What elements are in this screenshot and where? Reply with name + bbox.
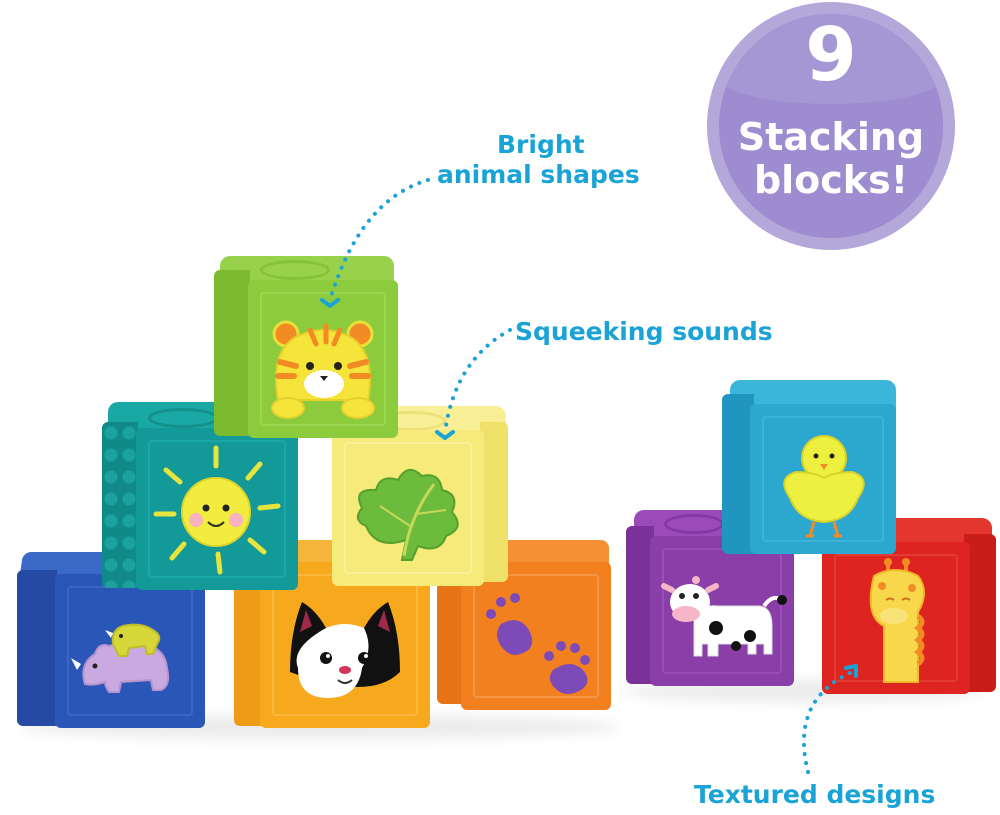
tiger-icon [271, 320, 375, 419]
orange-paw-block [437, 540, 612, 712]
squeak-callout: Squeeking sounds [515, 317, 773, 346]
red-giraffe-block [822, 518, 998, 694]
arrow-icon [844, 664, 858, 678]
arrow-icon [320, 298, 340, 308]
bright-callout-line2: animal shapes [437, 160, 640, 189]
giraffe-icon [869, 558, 925, 683]
chick-icon [783, 435, 865, 538]
green-tiger-block [214, 256, 400, 440]
squeak-callout-line [443, 328, 512, 434]
count-badge: 9 Stacking blocks! [707, 2, 955, 250]
bright-callout-line1: Bright [497, 130, 585, 159]
leaf-icon [356, 469, 459, 561]
paw-prints-icon [486, 593, 590, 694]
arrow-icon [435, 430, 455, 440]
badge-line1: Stacking [737, 115, 925, 159]
rhino-icon [71, 623, 170, 693]
badge-line2: blocks! [753, 158, 909, 202]
skunk-icon [290, 602, 400, 698]
blue-rhino-block [17, 552, 207, 730]
cow-icon [661, 576, 787, 657]
texture-swirl [260, 260, 330, 280]
sun-icon [153, 445, 281, 575]
texture-callout: Textured designs [694, 780, 936, 809]
yellow-leaf-block [332, 406, 512, 586]
cyan-chick-block [722, 380, 898, 556]
badge-number: 9 [805, 12, 857, 98]
bright-callout-line [328, 178, 430, 302]
texture-callout-line [802, 670, 854, 774]
bright-callout: Bright animal shapes [437, 130, 640, 190]
